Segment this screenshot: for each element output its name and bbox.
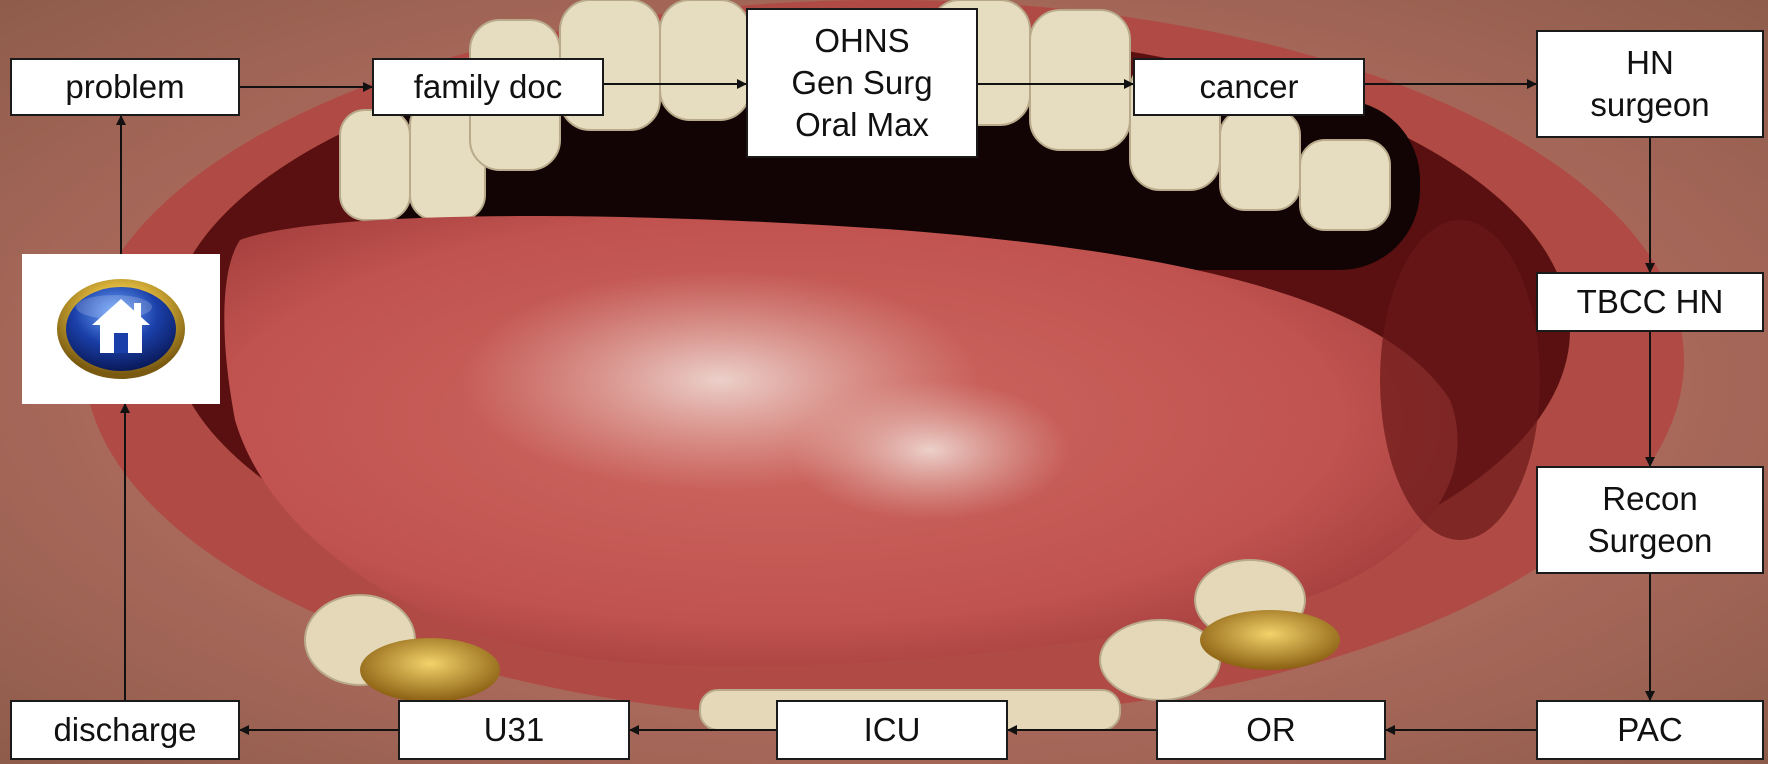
node-label: family doc — [414, 66, 563, 108]
node-label: U31 — [484, 709, 545, 751]
node-label-line: OHNS — [791, 20, 932, 62]
node-label: TBCC HN — [1577, 281, 1724, 323]
node-label-line: ICU — [864, 709, 921, 751]
node-label: ICU — [864, 709, 921, 751]
node-label: cancer — [1199, 66, 1298, 108]
node-label-line: discharge — [53, 709, 196, 751]
node-label: OR — [1246, 709, 1296, 751]
house-icon — [54, 277, 188, 381]
node-label: PAC — [1617, 709, 1682, 751]
node-label-line: Gen Surg — [791, 62, 932, 104]
node-label-line: U31 — [484, 709, 545, 751]
node-label-line: PAC — [1617, 709, 1682, 751]
node-label: problem — [65, 66, 184, 108]
node-label-line: Recon — [1588, 478, 1713, 520]
node-label-line: HN — [1590, 42, 1709, 84]
node-icu[interactable]: ICU — [776, 700, 1008, 760]
node-label-line: Surgeon — [1588, 520, 1713, 562]
node-label-line: problem — [65, 66, 184, 108]
node-label: discharge — [53, 709, 196, 751]
node-or[interactable]: OR — [1156, 700, 1386, 760]
node-label-line: OR — [1246, 709, 1296, 751]
node-label-line: Oral Max — [791, 104, 932, 146]
home-button[interactable] — [22, 254, 220, 404]
node-label-line: TBCC HN — [1577, 281, 1724, 323]
node-tbcc-hn[interactable]: TBCC HN — [1536, 272, 1764, 332]
node-label-line: surgeon — [1590, 84, 1709, 126]
node-pac[interactable]: PAC — [1536, 700, 1764, 760]
node-cancer[interactable]: cancer — [1133, 58, 1365, 116]
node-problem[interactable]: problem — [10, 58, 240, 116]
node-family-doc[interactable]: family doc — [372, 58, 604, 116]
node-discharge[interactable]: discharge — [10, 700, 240, 760]
node-u31[interactable]: U31 — [398, 700, 630, 760]
node-label-line: family doc — [414, 66, 563, 108]
node-label-line: cancer — [1199, 66, 1298, 108]
